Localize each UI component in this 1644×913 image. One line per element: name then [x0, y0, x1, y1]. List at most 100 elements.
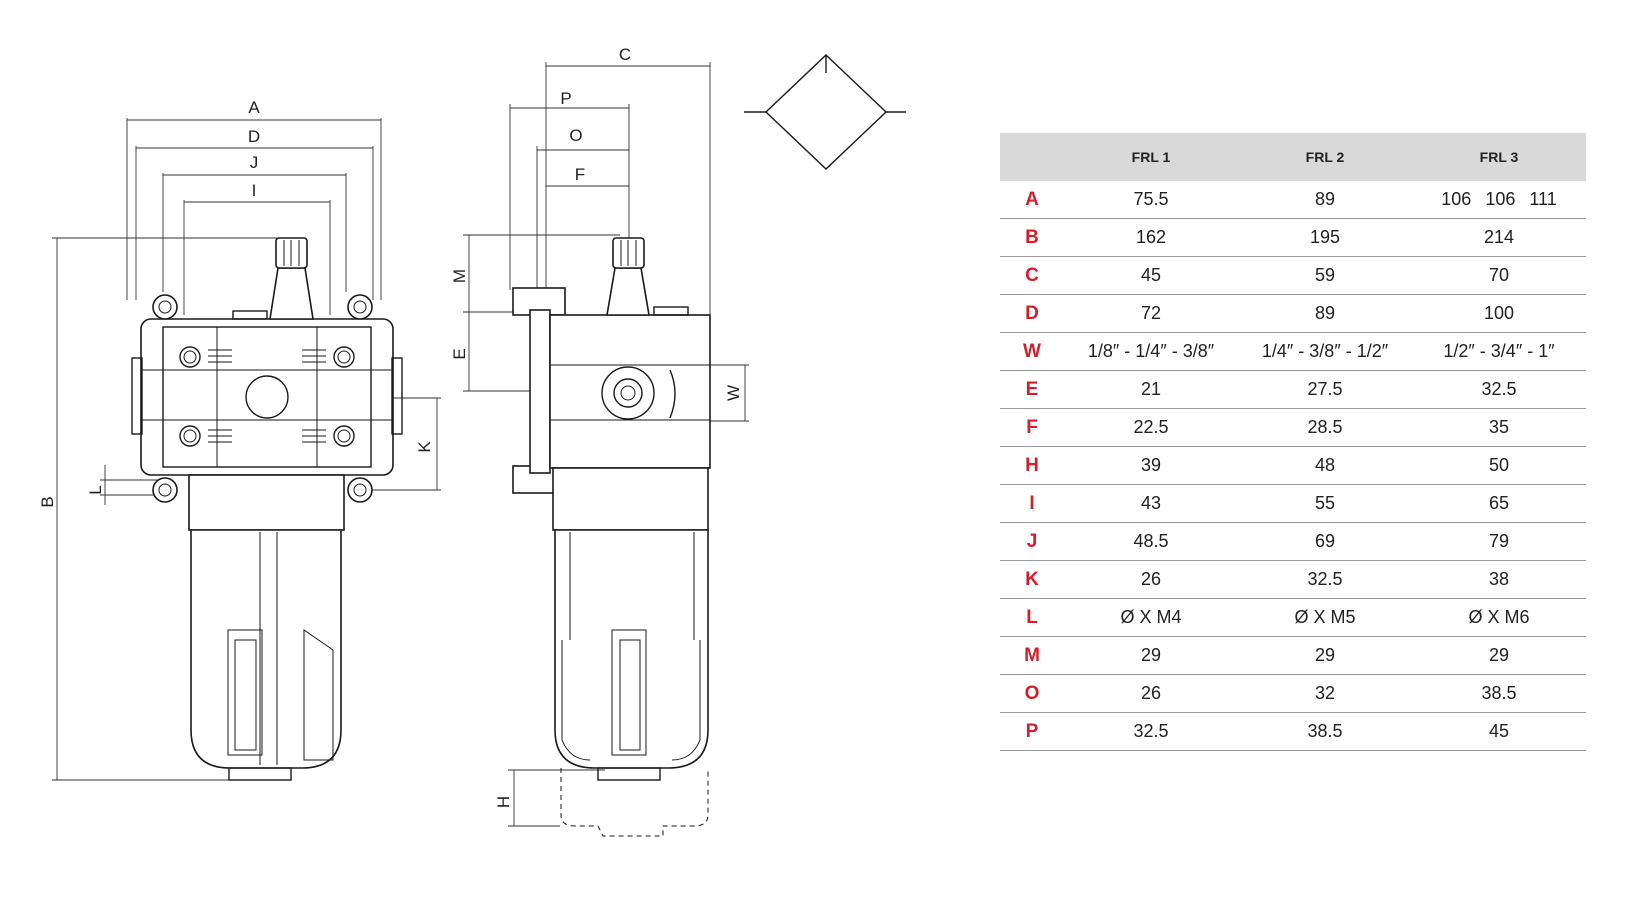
dimension-key: C: [1000, 256, 1064, 295]
table-header-corner: [1000, 133, 1064, 181]
dim-label-p: P: [560, 89, 571, 108]
cell-frl2: 59: [1238, 256, 1412, 295]
cell-frl1: Ø X M4: [1064, 598, 1238, 637]
cell-value: 106: [1441, 189, 1472, 209]
cell-frl3: 45: [1412, 712, 1586, 751]
dimension-key: L: [1000, 598, 1064, 637]
cell-value: 111: [1529, 189, 1557, 209]
dim-label-i: I: [252, 181, 257, 200]
lubricator-symbol: [744, 54, 906, 170]
dimension-key: K: [1000, 560, 1064, 599]
cell-frl1: 26: [1064, 674, 1238, 713]
dimension-key: F: [1000, 408, 1064, 447]
cell-frl1: 26: [1064, 560, 1238, 599]
dim-label-l: L: [86, 485, 105, 494]
dim-label-m: M: [450, 269, 469, 283]
cell-frl1: 72: [1064, 294, 1238, 333]
dim-label-o: O: [569, 126, 582, 145]
cell-frl2: 27.5: [1238, 370, 1412, 409]
drawing-svg: A D J I B L K: [38, 45, 906, 837]
cell-frl2: Ø X M5: [1238, 598, 1412, 637]
dim-label-c: C: [619, 45, 631, 64]
dim-label-w: W: [724, 385, 743, 401]
cell-frl3: 100: [1412, 294, 1586, 333]
technical-drawing: A D J I B L K: [38, 45, 906, 837]
column-header-frl3: FRL 3: [1412, 133, 1586, 181]
dimension-key: J: [1000, 522, 1064, 561]
cell-frl3: 79: [1412, 522, 1586, 561]
side-view: C P O F M E W H: [450, 45, 749, 837]
column-header-frl2: FRL 2: [1238, 133, 1412, 181]
dim-label-b: B: [38, 496, 57, 507]
cell-frl2: 69: [1238, 522, 1412, 561]
dimension-key: A: [1000, 181, 1064, 219]
dim-label-d: D: [248, 127, 260, 146]
cell-frl3: 1/2″ - 3/4″ - 1″: [1412, 332, 1586, 371]
cell-frl2: 195: [1238, 218, 1412, 257]
cell-frl1: 1/8″ - 1/4″ - 3/8″: [1064, 332, 1238, 371]
cell-frl2: 32: [1238, 674, 1412, 713]
dimension-key: D: [1000, 294, 1064, 333]
dim-label-f: F: [575, 165, 585, 184]
cell-frl2: 48: [1238, 446, 1412, 485]
cell-frl3: 70: [1412, 256, 1586, 295]
dimension-key: I: [1000, 484, 1064, 523]
table-header-row: FRL 1 FRL 2 FRL 3: [1000, 133, 1586, 181]
cell-frl3: 214: [1412, 218, 1586, 257]
cell-frl1: 45: [1064, 256, 1238, 295]
cell-frl3: 38: [1412, 560, 1586, 599]
cell-frl3: 50: [1412, 446, 1586, 485]
cell-frl1: 162: [1064, 218, 1238, 257]
cell-frl1: 43: [1064, 484, 1238, 523]
dim-label-e: E: [450, 348, 469, 359]
cell-frl2: 28.5: [1238, 408, 1412, 447]
cell-frl2: 32.5: [1238, 560, 1412, 599]
cell-frl3: Ø X M6: [1412, 598, 1586, 637]
front-view: A D J I B L K: [38, 98, 441, 781]
dimension-key: W: [1000, 332, 1064, 371]
cell-frl3: 35: [1412, 408, 1586, 447]
dim-label-a: A: [248, 98, 260, 117]
cell-frl1: 75.5: [1064, 181, 1238, 219]
cell-frl2: 1/4″ - 3/8″ - 1/2″: [1238, 332, 1412, 371]
cell-frl3: 29: [1412, 636, 1586, 675]
dimension-key: E: [1000, 370, 1064, 409]
cell-frl1: 48.5: [1064, 522, 1238, 561]
dimension-key: P: [1000, 712, 1064, 751]
cell-frl1: 32.5: [1064, 712, 1238, 751]
cell-frl2: 89: [1238, 294, 1412, 333]
dim-label-k: K: [415, 441, 434, 453]
cell-frl2: 55: [1238, 484, 1412, 523]
dimension-key: M: [1000, 636, 1064, 675]
cell-frl3: 38.5: [1412, 674, 1586, 713]
cell-frl2: 89: [1238, 181, 1412, 219]
dim-label-h: H: [494, 796, 513, 808]
cell-frl2: 38.5: [1238, 712, 1412, 751]
cell-frl1: 21: [1064, 370, 1238, 409]
dimension-key: O: [1000, 674, 1064, 713]
dim-label-j: J: [250, 153, 259, 172]
cell-frl1: 39: [1064, 446, 1238, 485]
cell-frl3: 65: [1412, 484, 1586, 523]
cell-frl1: 29: [1064, 636, 1238, 675]
cell-frl2: 29: [1238, 636, 1412, 675]
dimension-key: B: [1000, 218, 1064, 257]
dimension-key: H: [1000, 446, 1064, 485]
column-header-frl1: FRL 1: [1064, 133, 1238, 181]
cell-frl3: 32.5: [1412, 370, 1586, 409]
